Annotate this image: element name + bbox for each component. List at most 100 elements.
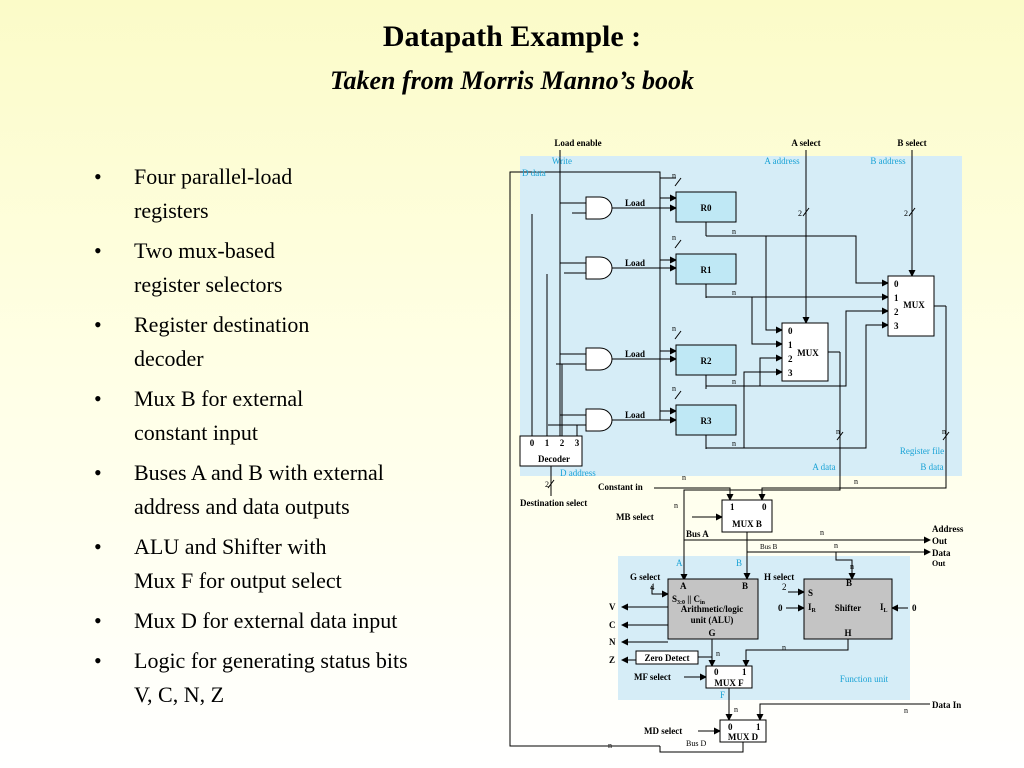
constant-in-wire (654, 487, 734, 501)
load-label: Load (625, 349, 645, 359)
alu-g: G (708, 628, 715, 638)
mux-b-in0: 0 (762, 502, 767, 512)
alu-box (667, 578, 759, 640)
r3-to-muxa (736, 368, 783, 449)
n-label: n (854, 477, 858, 486)
bullet-marker: • (94, 460, 102, 485)
zero-detect-box (635, 650, 699, 665)
bus-width-slash (674, 330, 682, 340)
data-out-1: Data (932, 548, 951, 558)
r2-to-mux (706, 307, 889, 387)
n-label: n (732, 439, 736, 448)
d-address-label: D address (560, 468, 596, 478)
n-label: n (672, 384, 676, 393)
mux-input: 0 (788, 326, 793, 336)
bullet-item: •Mux D for external data input (94, 604, 494, 638)
bus-width-slash (802, 207, 810, 217)
mux-d-in0: 0 (728, 722, 733, 732)
bullet-text: ALU and Shifter with (134, 534, 327, 559)
g-select-wire (651, 586, 669, 598)
alu-c-sub: in (700, 600, 706, 606)
n-label: n (674, 501, 678, 510)
four-label: 4 (650, 582, 655, 592)
load-label: Load (625, 410, 645, 420)
status-n: N (609, 637, 616, 647)
bus-b-to-shifter (835, 552, 856, 580)
a-data-label: A data (812, 462, 835, 472)
b-data-label: B data (920, 462, 943, 472)
a-select-label: A select (791, 138, 820, 148)
r3-to-mux (706, 321, 889, 449)
bullet-text: register selectors (134, 272, 283, 297)
n-label: n (732, 288, 736, 297)
n-label: n (904, 706, 908, 715)
register-r2 (675, 344, 737, 376)
n-label: n (834, 541, 838, 550)
shifter-s: S (808, 588, 813, 598)
n-label: n (682, 473, 686, 482)
data-out-2: Out (932, 559, 946, 568)
status-v: V (609, 602, 616, 612)
status-z: Z (609, 655, 615, 665)
decoder-output: 0 (530, 438, 535, 448)
mux-f-out-label: F (720, 690, 725, 700)
bullet-text: Four parallel-load (134, 164, 293, 189)
md-select-label: MD select (644, 726, 682, 736)
and-gate (585, 408, 613, 432)
mux-d-box (719, 719, 767, 743)
d-data-label: D data (522, 168, 546, 178)
register-label: R3 (701, 416, 712, 426)
n-label: n (850, 562, 854, 571)
two-label: 2 (545, 480, 549, 489)
r1-to-muxa (736, 296, 783, 348)
bus-a-label: Bus A (686, 529, 709, 539)
g-select-label: G select (630, 572, 660, 582)
decoder-output: 3 (575, 438, 580, 448)
bullet-marker: • (94, 386, 102, 411)
data-in-wire (756, 703, 930, 721)
bus-d-wire (659, 742, 744, 753)
mux-input: 1 (788, 340, 793, 350)
mux-input: 0 (894, 279, 899, 289)
shifter-zero-left: 0 (778, 603, 783, 613)
n-label: n (942, 427, 946, 436)
bullet-text: Mux F for output select (134, 568, 342, 593)
status-c: C (609, 620, 616, 630)
bullet-text: Register destination (134, 312, 310, 337)
load-enable-label: Load enable (554, 138, 601, 148)
mux-f-in0: 0 (714, 667, 719, 677)
a-address-label: A address (764, 156, 800, 166)
zero-detect-label: Zero Detect (644, 653, 689, 663)
alu-a: A (680, 581, 687, 591)
fu-b-label: B (736, 558, 742, 568)
mux-label: MUX (903, 300, 925, 310)
register-r1 (675, 253, 737, 285)
two-label: 2 (782, 582, 787, 592)
bullet-text: Two mux-based (134, 238, 275, 263)
bullet-marker: • (94, 238, 102, 263)
bullet-marker: • (94, 648, 102, 673)
n-label: n (672, 324, 676, 333)
bus-width-slash (836, 431, 844, 441)
bullet-marker: • (94, 534, 102, 559)
destination-select-label: Destination select (520, 498, 587, 508)
two-label: 2 (904, 209, 908, 218)
mux-b-in1: 1 (730, 502, 735, 512)
bullet-text: Buses A and B with external (134, 460, 384, 485)
mux-input: 3 (788, 368, 793, 378)
shifter-label: Shifter (835, 603, 862, 613)
slide-title: Datapath Example : (382, 20, 642, 53)
shifter-il: IL (880, 602, 888, 614)
shifter-b: B (846, 578, 852, 588)
bus-b-route (758, 480, 947, 501)
mux-input: 3 (894, 321, 899, 331)
bus-width-slash (908, 207, 916, 217)
bullet-text: decoder (134, 346, 204, 371)
shifter-ir: IR (808, 602, 817, 614)
address-out-2: Out (932, 536, 947, 546)
d-data-wire (509, 171, 661, 747)
